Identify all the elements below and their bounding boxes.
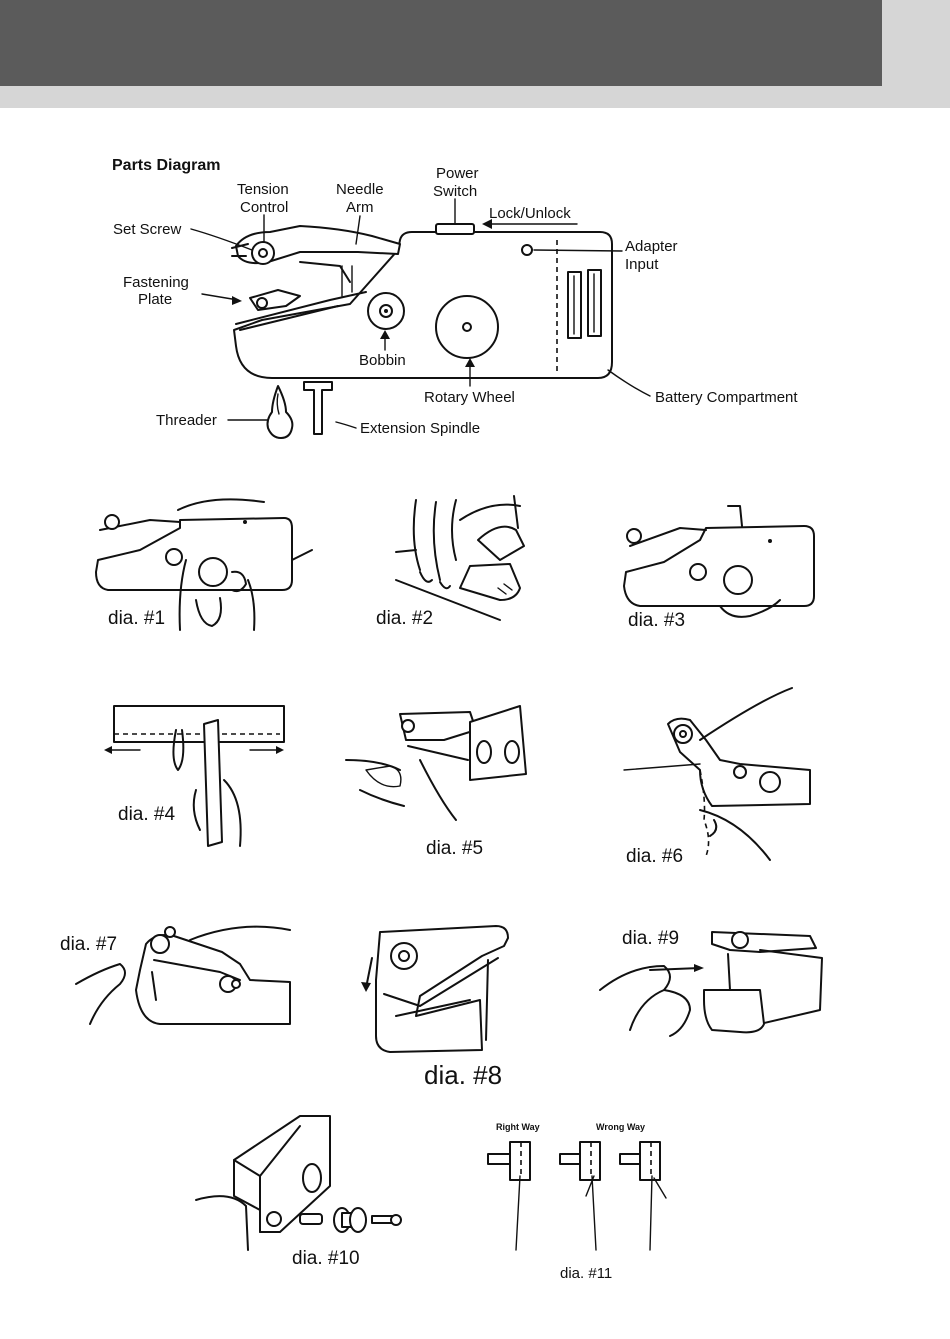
diagram-9: dia. #9 [600, 928, 822, 1036]
power-switch-label-2: Switch [433, 183, 477, 200]
parts-diagram: Parts Diagram [112, 157, 798, 438]
diagram-5: dia. #5 [346, 706, 526, 859]
rotary-wheel-label: Rotary Wheel [424, 389, 515, 406]
extension-spindle-icon [304, 382, 332, 434]
extension-spindle-label: Extension Spindle [360, 420, 480, 437]
needle-arm-label-1: Needle [336, 181, 384, 198]
sewing-machine-illustration [232, 224, 612, 378]
diagram-8: dia. #8 [361, 926, 508, 1090]
diagram-4: dia. #4 [104, 706, 284, 846]
adapter-input-label-1: Adapter [625, 238, 678, 255]
dia-1-caption: dia. #1 [108, 608, 165, 629]
set-screw-label: Set Screw [113, 221, 182, 238]
diagram-7: dia. #7 [60, 927, 290, 1024]
dia-11-caption: dia. #11 [560, 1265, 612, 1282]
dia-8-caption: dia. #8 [424, 1060, 502, 1090]
diagram-6: dia. #6 [624, 688, 810, 867]
threader-icon [268, 386, 293, 438]
threader-label: Threader [156, 412, 217, 429]
right-way-label: Right Way [496, 1122, 540, 1132]
dia-2-caption: dia. #2 [376, 608, 433, 629]
diagram-10: dia. #10 [196, 1116, 401, 1269]
parts-diagram-title: Parts Diagram [112, 157, 221, 174]
adapter-input-label-2: Input [625, 256, 659, 273]
tension-control-label-1: Tension [237, 181, 289, 198]
battery-compartment-label: Battery Compartment [655, 389, 798, 406]
dia-6-caption: dia. #6 [626, 846, 683, 867]
diagram-1: dia. #1 [96, 499, 312, 630]
tension-control-label-2: Control [240, 199, 288, 216]
dia-7-caption: dia. #7 [60, 934, 117, 955]
lock-unlock-label: Lock/Unlock [489, 205, 571, 222]
fastening-plate-label-2: Plate [138, 291, 172, 308]
diagram-2: dia. #2 [376, 496, 524, 629]
bobbin-label: Bobbin [359, 352, 406, 369]
dia-9-caption: dia. #9 [622, 928, 679, 949]
needle-arm-label-2: Arm [346, 199, 374, 216]
dia-10-caption: dia. #10 [292, 1248, 360, 1269]
fastening-plate-label-1: Fastening [123, 274, 189, 291]
dia-3-caption: dia. #3 [628, 610, 685, 631]
dia-5-caption: dia. #5 [426, 838, 483, 859]
wrong-way-label: Wrong Way [596, 1122, 645, 1132]
power-switch-label-1: Power [436, 165, 479, 182]
diagram-11: Right Way Wrong Way dia. #11 [488, 1122, 666, 1282]
dia-4-caption: dia. #4 [118, 804, 175, 825]
diagram-3: dia. #3 [624, 506, 814, 631]
